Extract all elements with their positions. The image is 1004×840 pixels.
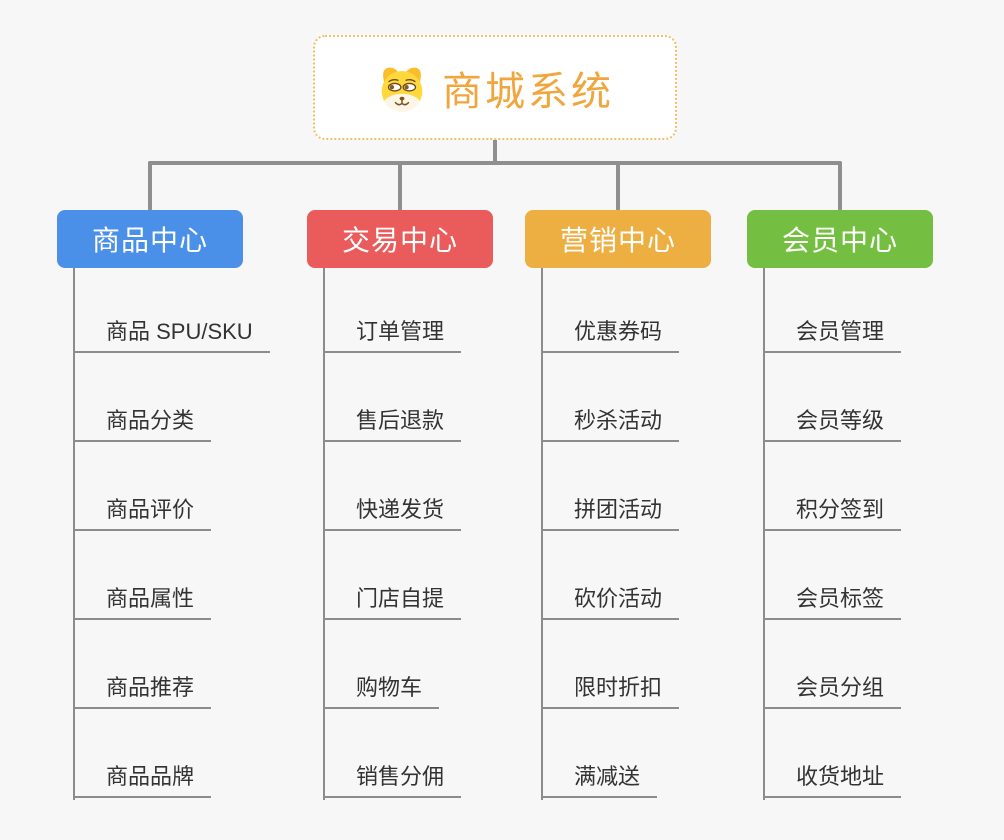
leaf-label: 商品分类 — [73, 407, 212, 442]
leaf-node[interactable]: 会员标签 — [747, 531, 1004, 620]
branch-trunk-line — [763, 268, 765, 800]
connector-horizontal-line — [148, 161, 842, 165]
leaf-node[interactable]: 商品属性 — [57, 531, 315, 620]
leaf-node[interactable]: 售后退款 — [307, 353, 565, 442]
branch-product-center: 商品中心 商品 SPU/SKU 商品分类 商品评价 商品属性 商品推荐 商品品牌 — [57, 210, 315, 800]
connector-drop-product — [148, 161, 152, 211]
branch-trunk-line — [541, 268, 543, 800]
leaf-label: 会员等级 — [763, 407, 902, 442]
branch-marketing-center: 营销中心 优惠券码 秒杀活动 拼团活动 砍价活动 限时折扣 满减送 — [525, 210, 783, 800]
leaf-node[interactable]: 商品推荐 — [57, 620, 315, 709]
leaf-node[interactable]: 收货地址 — [747, 709, 1004, 798]
connector-drop-member — [838, 161, 842, 211]
leaf-label: 商品属性 — [73, 585, 212, 620]
leaf-label: 购物车 — [323, 674, 440, 709]
leaf-node[interactable]: 会员管理 — [747, 268, 1004, 353]
leaf-label: 会员分组 — [763, 674, 902, 709]
leaf-node[interactable]: 拼团活动 — [525, 442, 783, 531]
leaf-label: 会员管理 — [763, 318, 902, 353]
branch-trade-center: 交易中心 订单管理 售后退款 快递发货 门店自提 购物车 销售分佣 — [307, 210, 565, 800]
branch-trunk-line — [73, 268, 75, 800]
leaf-node[interactable]: 限时折扣 — [525, 620, 783, 709]
root-node[interactable]: 商城系统 — [313, 35, 677, 140]
leaf-label: 售后退款 — [323, 407, 462, 442]
leaf-label: 砍价活动 — [541, 585, 680, 620]
doge-icon — [381, 67, 423, 112]
leaf-node[interactable]: 商品品牌 — [57, 709, 315, 798]
leaf-label: 快递发货 — [323, 496, 462, 531]
leaf-label: 商品品牌 — [73, 763, 212, 798]
leaf-node[interactable]: 商品评价 — [57, 442, 315, 531]
leaf-label: 商品推荐 — [73, 674, 212, 709]
leaf-label: 秒杀活动 — [541, 407, 680, 442]
leaf-label: 会员标签 — [763, 585, 902, 620]
leaf-label: 门店自提 — [323, 585, 462, 620]
leaf-node[interactable]: 商品分类 — [57, 353, 315, 442]
leaf-node[interactable]: 积分签到 — [747, 442, 1004, 531]
leaf-label: 拼团活动 — [541, 496, 680, 531]
leaf-node[interactable]: 销售分佣 — [307, 709, 565, 798]
leaf-node[interactable]: 门店自提 — [307, 531, 565, 620]
branch-header-product[interactable]: 商品中心 — [57, 210, 243, 268]
leaf-label: 积分签到 — [763, 496, 902, 531]
branch-member-center: 会员中心 会员管理 会员等级 积分签到 会员标签 会员分组 收货地址 — [747, 210, 1004, 800]
connector-root-drop — [493, 139, 497, 164]
connector-drop-marketing — [616, 161, 620, 211]
branch-header-member[interactable]: 会员中心 — [747, 210, 933, 268]
leaf-label: 销售分佣 — [323, 763, 462, 798]
leaf-label: 商品评价 — [73, 496, 212, 531]
connector-drop-trade — [398, 161, 402, 211]
leaf-node[interactable]: 订单管理 — [307, 268, 565, 353]
leaf-label: 满减送 — [541, 763, 658, 798]
branch-header-marketing[interactable]: 营销中心 — [525, 210, 711, 268]
leaf-node[interactable]: 商品 SPU/SKU — [57, 268, 315, 353]
leaf-node[interactable]: 砍价活动 — [525, 531, 783, 620]
root-title: 商城系统 — [442, 69, 614, 114]
leaf-node[interactable]: 会员等级 — [747, 353, 1004, 442]
leaf-label: 订单管理 — [323, 318, 462, 353]
leaf-label: 优惠券码 — [541, 318, 680, 353]
leaf-label: 收货地址 — [763, 763, 902, 798]
leaf-node[interactable]: 购物车 — [307, 620, 565, 709]
leaf-node[interactable]: 优惠券码 — [525, 268, 783, 353]
leaf-label: 限时折扣 — [541, 674, 680, 709]
leaf-node[interactable]: 会员分组 — [747, 620, 1004, 709]
leaf-label: 商品 SPU/SKU — [73, 318, 270, 353]
leaf-node[interactable]: 快递发货 — [307, 442, 565, 531]
leaf-node[interactable]: 满减送 — [525, 709, 783, 798]
branch-trunk-line — [323, 268, 325, 800]
branch-header-trade[interactable]: 交易中心 — [307, 210, 493, 268]
leaf-node[interactable]: 秒杀活动 — [525, 353, 783, 442]
